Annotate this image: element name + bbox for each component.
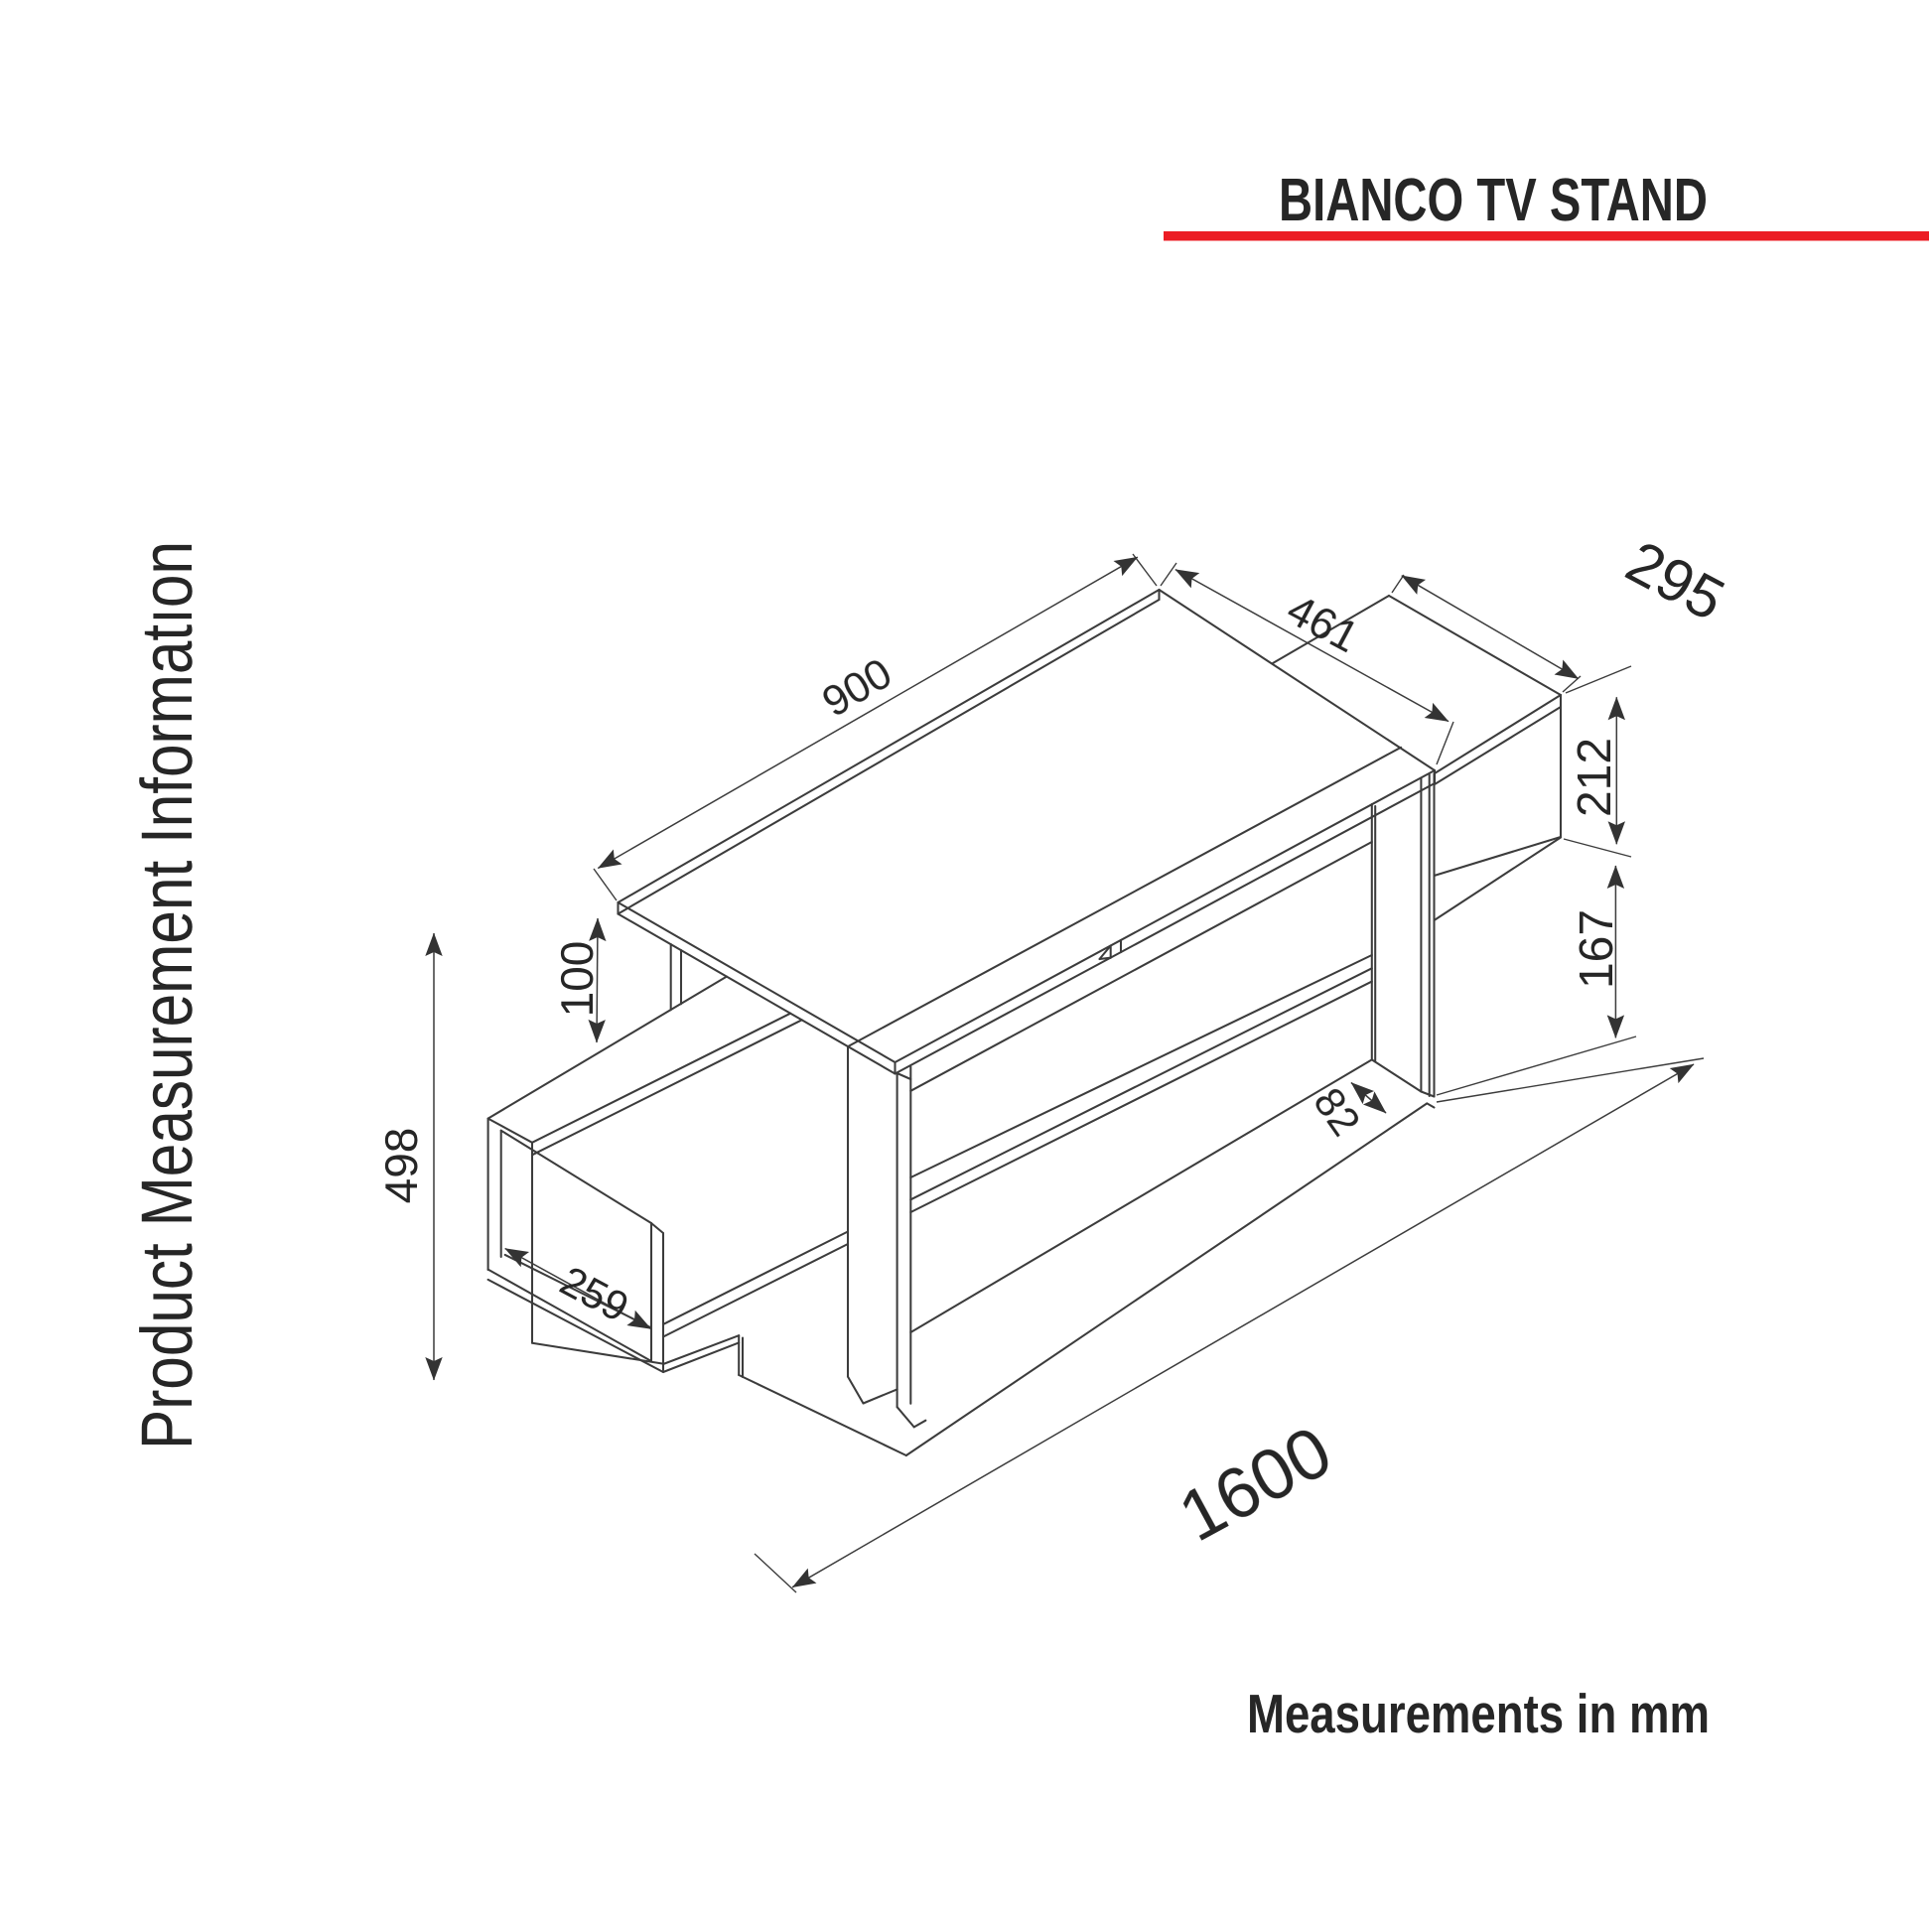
svg-text:295: 295: [1616, 528, 1735, 633]
svg-text:167: 167: [1571, 909, 1623, 989]
svg-text:100: 100: [551, 941, 603, 1018]
svg-text:498: 498: [375, 1128, 427, 1204]
svg-text:900: 900: [814, 649, 899, 727]
svg-text:461: 461: [1279, 585, 1366, 662]
svg-text:Product Measurement Informatıo: Product Measurement Informatıon: [127, 541, 207, 1449]
svg-text:Measurements in mm: Measurements in mm: [1247, 1683, 1710, 1744]
svg-text:1600: 1600: [1167, 1412, 1344, 1558]
svg-text:82: 82: [1305, 1079, 1369, 1144]
svg-text:212: 212: [1569, 738, 1621, 817]
svg-text:BIANCO TV STAND: BIANCO TV STAND: [1279, 166, 1708, 233]
